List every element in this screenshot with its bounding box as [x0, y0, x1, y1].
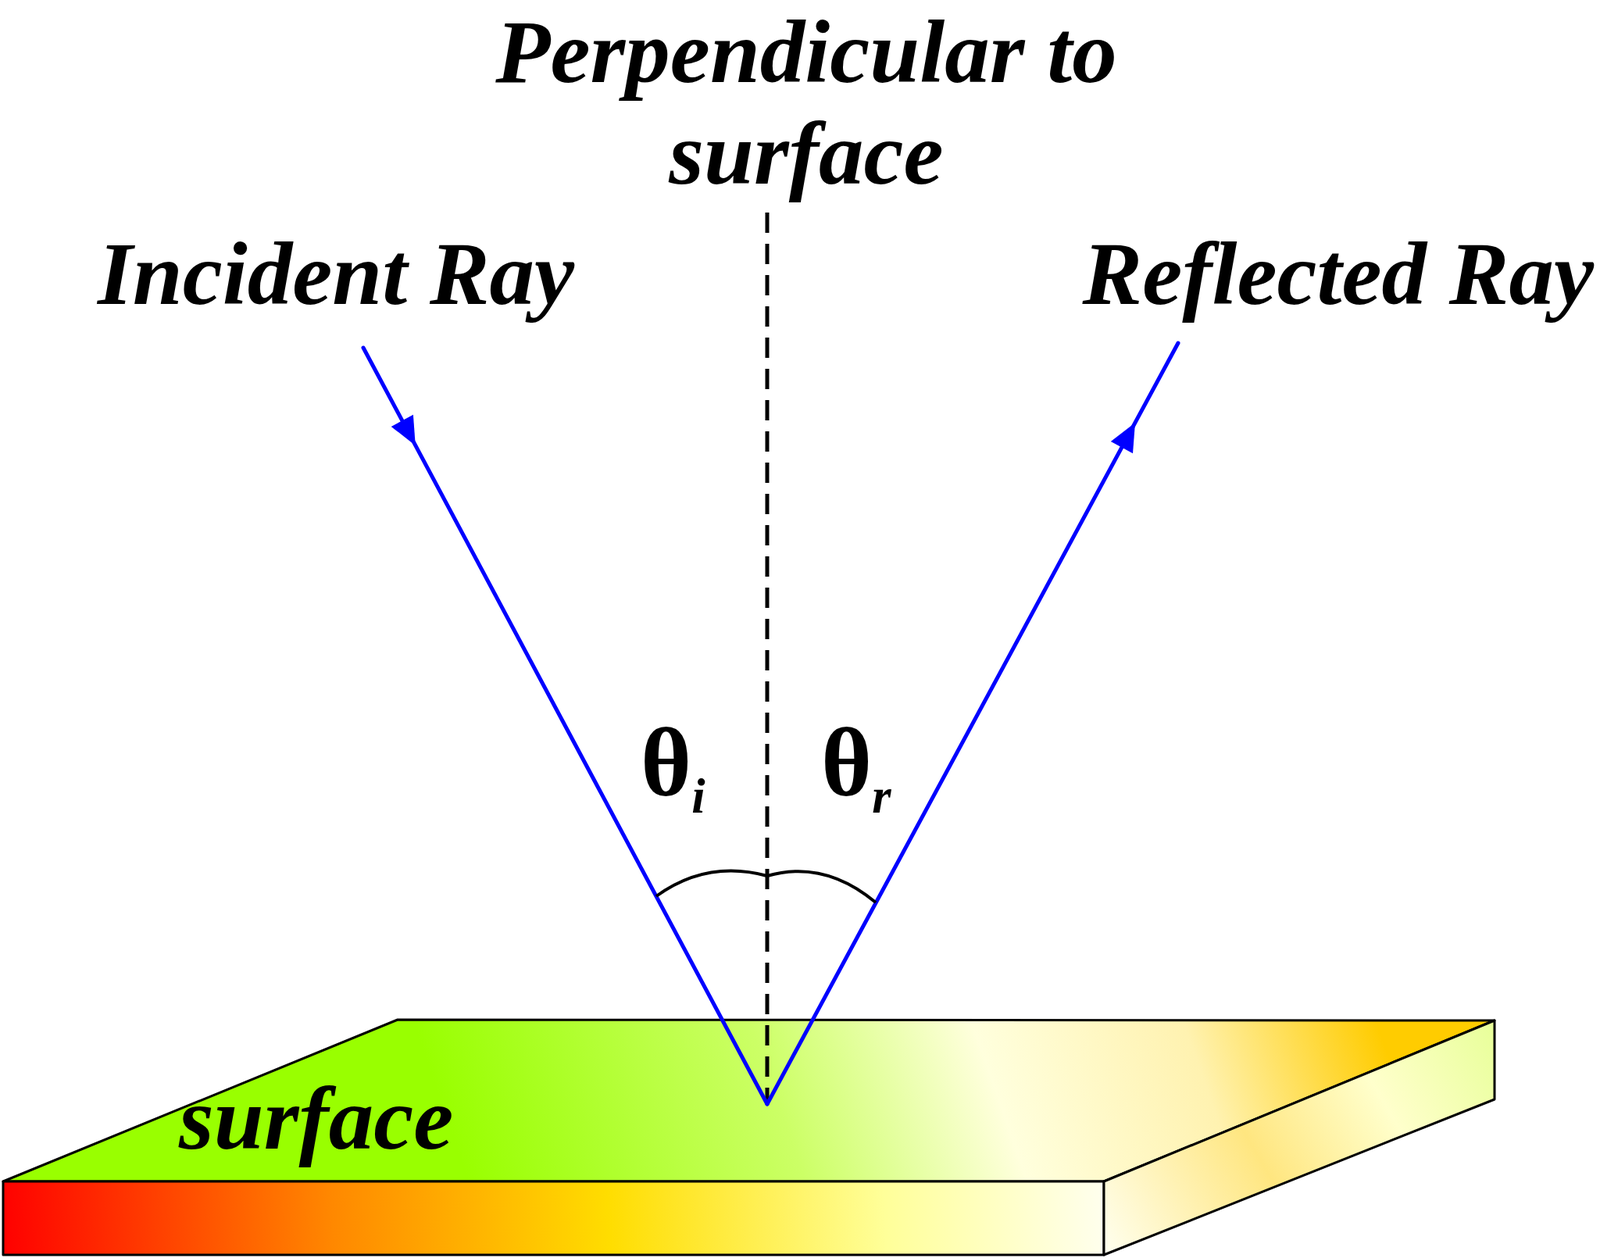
angle-label: θi — [640, 714, 706, 821]
reflected-ray — [767, 342, 1179, 1104]
incident-ray — [363, 347, 768, 1104]
angle-arc — [656, 871, 768, 897]
angle-label: θr — [821, 714, 892, 821]
surface-side — [1103, 1020, 1495, 1255]
arrow-head — [1110, 422, 1136, 454]
ray-label: Incident Ray — [97, 228, 575, 319]
axis-label: Perpendicular to surface — [454, 1, 1158, 205]
normal-line — [765, 212, 770, 1104]
surface-label: surface — [178, 1073, 454, 1164]
surface-front — [3, 1181, 1104, 1255]
ray-label: Reflected Ray — [1082, 228, 1594, 319]
arrow-head — [391, 414, 416, 446]
angle-arc — [767, 871, 876, 903]
